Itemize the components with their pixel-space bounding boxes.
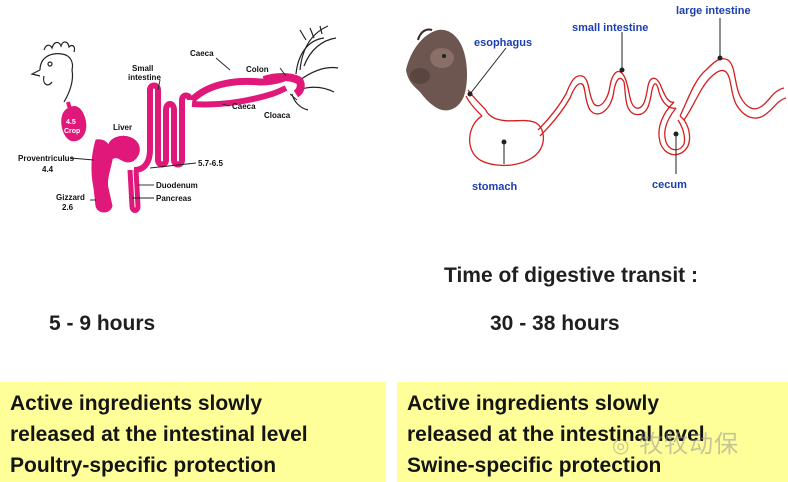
pig-head-drawing [406, 28, 467, 111]
label-liver: Liver [113, 123, 132, 132]
watermark: ◎ 牧牧动保 [612, 424, 772, 458]
poultry-box-line-1: Active ingredients slowly [10, 392, 263, 415]
label-small-intestine-1: Small [132, 64, 153, 73]
swine-box-line-3: Swine-specific protection [407, 454, 662, 477]
swine-box-line-2: released at the intestinal level [407, 423, 705, 446]
label-large-intestine: large intestine [676, 5, 751, 17]
label-esophagus: esophagus [474, 37, 532, 49]
swine-digestive-diagram: esophagus small intestine large intestin… [406, 5, 787, 193]
label-crop-value: 4.5 [66, 119, 76, 126]
poultry-box-line-3: Poultry-specific protection [10, 454, 277, 477]
swine-leader-lines [469, 18, 721, 174]
swine-protection-box: Active ingredients slowly released at th… [397, 382, 788, 482]
poultry-protection-box: Active ingredients slowly released at th… [0, 382, 386, 482]
poultry-leader-lines [69, 57, 298, 201]
label-proventriculus-value: 4.4 [42, 165, 54, 174]
label-gizzard-value: 2.6 [62, 203, 74, 212]
label-stomach: stomach [472, 181, 518, 193]
label-small-intestine-value: 5.7-6.5 [198, 159, 223, 168]
wechat-icon: ◎ [612, 433, 631, 457]
poultry-organs [61, 73, 305, 213]
rooster-head-drawing [30, 41, 76, 103]
swine-tract [465, 58, 787, 167]
label-caeca-top: Caeca [190, 49, 214, 58]
transit-heading: Time of digestive transit : [444, 264, 698, 287]
poultry-digestive-diagram: Caeca Colon Small intestine Caeca Liver … [18, 25, 339, 213]
poultry-box-line-2: released at the intestinal level [10, 423, 308, 446]
swine-leader-dots [467, 55, 723, 145]
label-proventriculus: Proventriculus [18, 154, 75, 163]
label-pancreas: Pancreas [156, 194, 192, 203]
label-colon: Colon [246, 65, 269, 74]
label-gizzard: Gizzard [56, 193, 85, 202]
label-caeca-bottom: Caeca [232, 102, 256, 111]
swine-box-line-1: Active ingredients slowly [407, 392, 660, 415]
label-cecum: cecum [652, 179, 687, 191]
watermark-text: 牧牧动保 [639, 430, 740, 458]
label-duodenum: Duodenum [156, 181, 198, 190]
label-cloaca: Cloaca [264, 111, 291, 120]
label-small-intestine: small intestine [572, 22, 648, 34]
swine-transit-hours: 30 - 38 hours [490, 312, 620, 335]
label-crop: Crop [64, 128, 80, 135]
poultry-transit-hours: 5 - 9 hours [49, 312, 156, 335]
rooster-tail-drawing [291, 25, 339, 111]
label-small-intestine-2: intestine [128, 73, 161, 82]
